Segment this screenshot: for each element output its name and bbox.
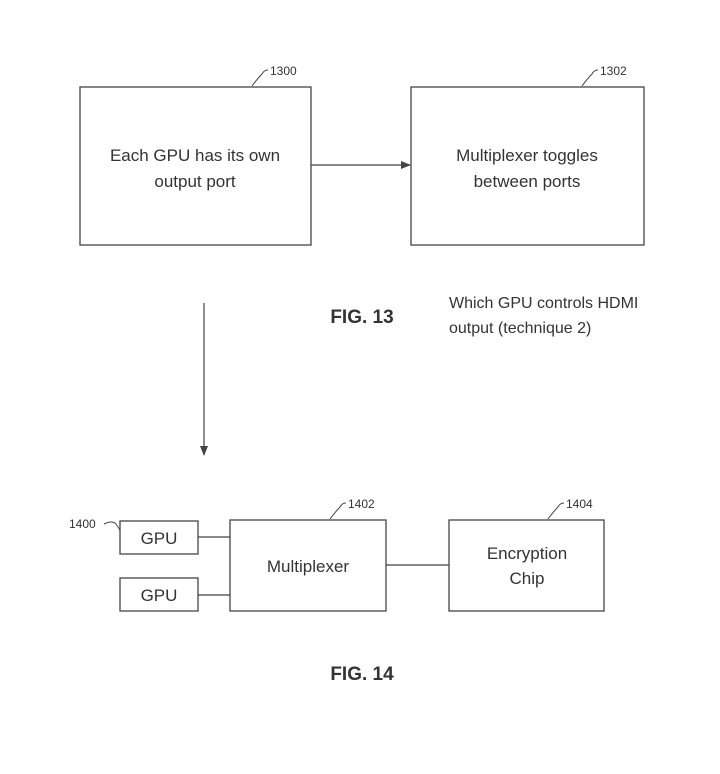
encryption-chip-box: Encryption Chip 1404 <box>448 497 605 612</box>
multiplexer-box: Multiplexer 1402 <box>229 497 387 612</box>
box-1300-text-line2: output port <box>154 172 236 191</box>
fig13-caption-line1: Which GPU controls HDMI <box>449 295 638 312</box>
box-1300: Each GPU has its own output port 1300 <box>79 64 312 246</box>
ref-1402-leader <box>329 502 347 520</box>
fig14-label: FIG. 14 <box>330 664 394 685</box>
encryption-chip-label-line1: Encryption <box>487 544 567 563</box>
gpu-box-2-label: GPU <box>141 586 178 605</box>
box-1302-outline <box>410 86 645 246</box>
multiplexer-label: Multiplexer <box>267 557 350 576</box>
ref-1400-label: 1400 <box>69 517 96 531</box>
box-1302: Multiplexer toggles between ports 1302 <box>410 64 645 246</box>
box-1300-text-line1: Each GPU has its own <box>110 146 280 165</box>
ref-1302-leader <box>581 69 599 87</box>
gpu-box-1-label: GPU <box>141 529 178 548</box>
box-1302-text-line1: Multiplexer toggles <box>456 146 598 165</box>
ref-1300-label: 1300 <box>270 64 297 78</box>
fig13-caption-line2: output (technique 2) <box>449 320 591 337</box>
gpu-box-2: GPU <box>119 577 199 612</box>
encryption-chip-outline <box>448 519 605 612</box>
box-1302-text-line2: between ports <box>474 172 581 191</box>
gpu-box-1: GPU <box>119 520 199 555</box>
ref-1402-label: 1402 <box>348 497 375 511</box>
fig13-group: Each GPU has its own output port 1300 Mu… <box>79 64 645 337</box>
ref-1404-label: 1404 <box>566 497 593 511</box>
encryption-chip-label-line2: Chip <box>510 569 545 588</box>
fig13-label: FIG. 13 <box>330 307 393 328</box>
multiplexer-box-outline <box>229 519 387 612</box>
box-1300-outline <box>79 86 312 246</box>
ref-1302-label: 1302 <box>600 64 627 78</box>
ref-1300-leader <box>251 69 269 87</box>
fig14-group: 1400 GPU GPU Multiplexer 1402 Encryption <box>69 497 605 685</box>
ref-1404-leader <box>547 502 565 520</box>
ref-1400-leader <box>103 521 122 533</box>
